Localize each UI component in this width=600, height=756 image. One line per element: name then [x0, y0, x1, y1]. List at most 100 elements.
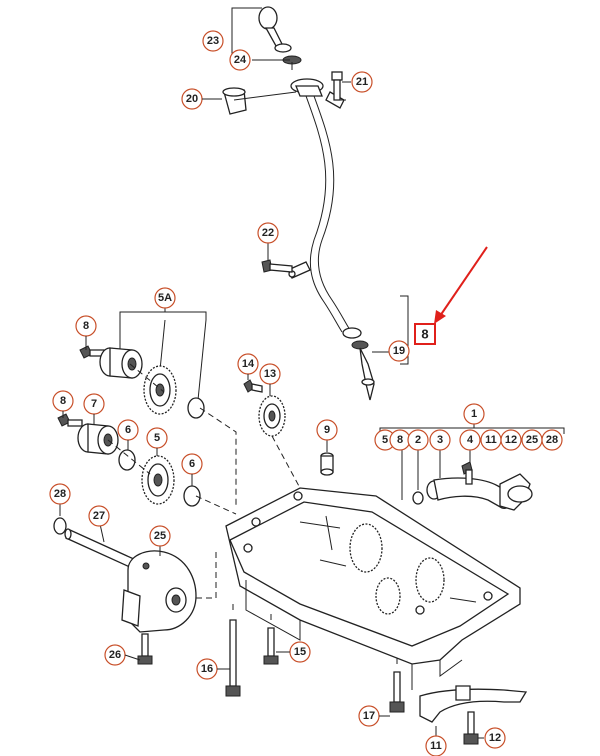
callout-8-upper: 8: [75, 315, 97, 337]
bolt-12: [463, 711, 479, 745]
vacuum-pump-25: [121, 550, 197, 633]
pipe-27: [64, 528, 137, 569]
svg-text:13: 13: [264, 368, 276, 380]
bolt-4: [461, 461, 473, 485]
callout-17: 17: [358, 705, 380, 727]
oil-pump-housing: [225, 487, 521, 690]
svg-text:26: 26: [109, 649, 121, 661]
svg-text:3: 3: [437, 434, 443, 446]
svg-text:12: 12: [505, 434, 517, 446]
callout-16: 16: [196, 658, 218, 680]
highlight-arrow: [434, 246, 488, 324]
callout-2: 2: [407, 429, 429, 451]
callout-6-left: 6: [117, 419, 139, 441]
washer-2: [412, 491, 424, 505]
gear-5: [141, 455, 175, 505]
callout-9: 9: [316, 419, 338, 441]
callout-3: 3: [429, 429, 451, 451]
svg-text:2: 2: [415, 434, 421, 446]
callout-8-lower: 8: [52, 390, 74, 412]
svg-text:1: 1: [471, 408, 477, 420]
svg-text:5A: 5A: [158, 292, 172, 304]
svg-text:6: 6: [189, 458, 195, 470]
svg-text:8: 8: [60, 395, 66, 407]
callout-11: 11: [425, 735, 447, 756]
svg-text:16: 16: [201, 663, 213, 675]
callout-15: 15: [289, 641, 311, 663]
callout-7: 7: [83, 393, 105, 415]
callout-14: 14: [237, 353, 259, 375]
svg-text:7: 7: [91, 398, 97, 410]
callout-4: 4: [459, 429, 481, 451]
svg-text:5: 5: [382, 434, 388, 446]
highlight-label: 8: [421, 327, 428, 342]
svg-text:11: 11: [485, 434, 497, 446]
bolt-14: [243, 379, 263, 393]
seal-cap-20: [222, 87, 247, 115]
callout-28-top: 28: [541, 429, 563, 451]
svg-text:4: 4: [467, 434, 474, 446]
callout-12: 12: [484, 727, 506, 749]
callout-5: 5: [146, 427, 168, 449]
bolt-17: [389, 671, 405, 713]
circlip-6-left: [118, 449, 136, 471]
svg-text:19: 19: [393, 345, 405, 357]
svg-text:23: 23: [207, 35, 219, 47]
callout-23: 23: [202, 30, 224, 52]
callout-1: 1: [463, 403, 485, 425]
svg-text:8: 8: [397, 434, 403, 446]
svg-text:5: 5: [154, 432, 160, 444]
svg-text:17: 17: [363, 710, 375, 722]
dipstick-handle: [258, 6, 302, 70]
dipstick-guide-tube: [287, 78, 351, 333]
callout-8-right: 8: [389, 429, 411, 451]
callout-25: 25: [149, 525, 171, 547]
bolt-8-upper: [79, 345, 105, 359]
callout-21: 21: [351, 71, 373, 93]
bolt-26: [137, 633, 153, 665]
baffle-11: [419, 685, 528, 723]
callout-25-top: 25: [521, 429, 543, 451]
callout-19: 19: [388, 340, 410, 362]
callout-13: 13: [259, 363, 281, 385]
bolt-16: [225, 619, 241, 697]
svg-text:14: 14: [242, 358, 255, 370]
bolt-8-lower: [57, 413, 83, 427]
svg-text:12: 12: [489, 732, 501, 744]
bush-upper: [99, 347, 143, 379]
gear-5A: [143, 365, 177, 415]
svg-text:8: 8: [83, 320, 89, 332]
bolt-22: [261, 259, 293, 273]
svg-text:25: 25: [154, 530, 166, 542]
svg-text:6: 6: [125, 424, 131, 436]
bolt-21: [331, 71, 343, 101]
svg-text:11: 11: [430, 740, 442, 752]
svg-text:28: 28: [54, 488, 66, 500]
svg-text:25: 25: [526, 434, 538, 446]
sleeve-9: [320, 452, 334, 476]
svg-text:27: 27: [93, 510, 105, 522]
svg-text:22: 22: [262, 227, 274, 239]
callout-6-right: 6: [181, 453, 203, 475]
bush-7: [77, 423, 119, 455]
callout-28: 28: [49, 483, 71, 505]
callout-5A: 5A: [154, 287, 176, 309]
circlip-6-right: [183, 485, 201, 507]
gear-13: [258, 395, 286, 437]
highlight-box-8: 8: [414, 323, 436, 345]
svg-text:21: 21: [356, 76, 368, 88]
pickup-pipe-3: [426, 473, 533, 511]
svg-text:20: 20: [186, 93, 198, 105]
circlip-upper: [187, 397, 205, 419]
callout-20: 20: [181, 88, 203, 110]
svg-text:9: 9: [324, 424, 330, 436]
svg-text:24: 24: [234, 54, 247, 66]
svg-text:15: 15: [294, 646, 306, 658]
dipstick-lower-end: [342, 327, 375, 401]
callout-22: 22: [257, 222, 279, 244]
callout-27: 27: [88, 505, 110, 527]
callout-12-top: 12: [500, 429, 522, 451]
callout-24: 24: [229, 49, 251, 71]
